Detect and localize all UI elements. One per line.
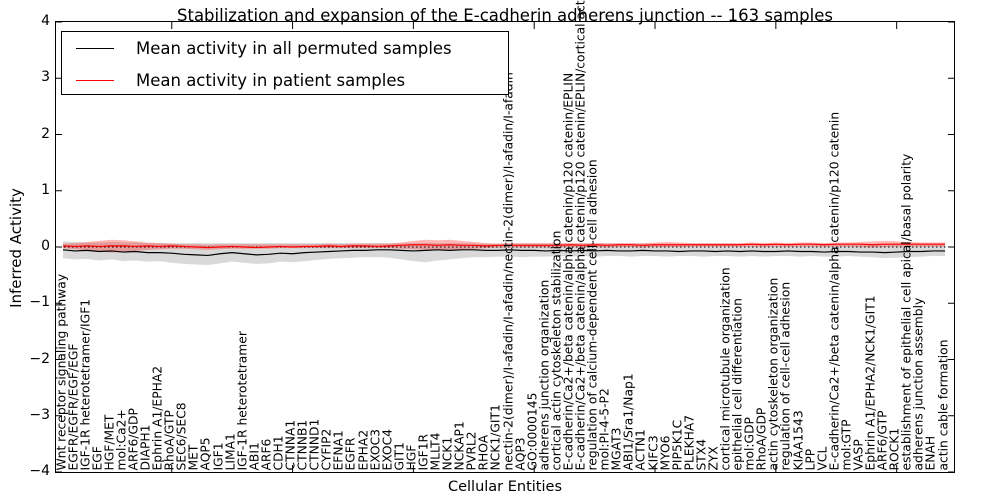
y-tick-label: 2 [41,125,50,142]
plot-canvas [56,22,954,472]
band-series-1 [63,239,945,253]
x-axis-label: Cellular Entities [447,479,563,495]
chart-title: Stabilization and expansion of the E-cad… [177,6,833,25]
y-tick-label: 1 [41,181,50,198]
legend-line-patient-icon [76,79,114,81]
y-tick-label: −1 [29,294,50,311]
y-tick-label: 0 [41,238,50,254]
y-tick-label: −3 [29,406,50,423]
y-tick-label: 3 [41,69,50,86]
legend-line-permuted-icon [76,47,114,49]
y-tick-label: 4 [41,13,50,29]
plot-area [55,21,955,473]
mean-line-series-0 [62,249,945,257]
y-tick-label: −4 [29,463,50,479]
legend-entry-permuted: Mean activity in all permuted samples [62,32,508,64]
legend-label-permuted: Mean activity in all permuted samples [136,38,452,58]
legend-box: Mean activity in all permuted samples Me… [61,31,509,95]
legend-entry-patient: Mean activity in patient samples [62,64,508,96]
mean-line-series-1 [62,243,945,249]
legend-label-patient: Mean activity in patient samples [136,70,406,90]
y-tick-label: −2 [29,350,50,367]
